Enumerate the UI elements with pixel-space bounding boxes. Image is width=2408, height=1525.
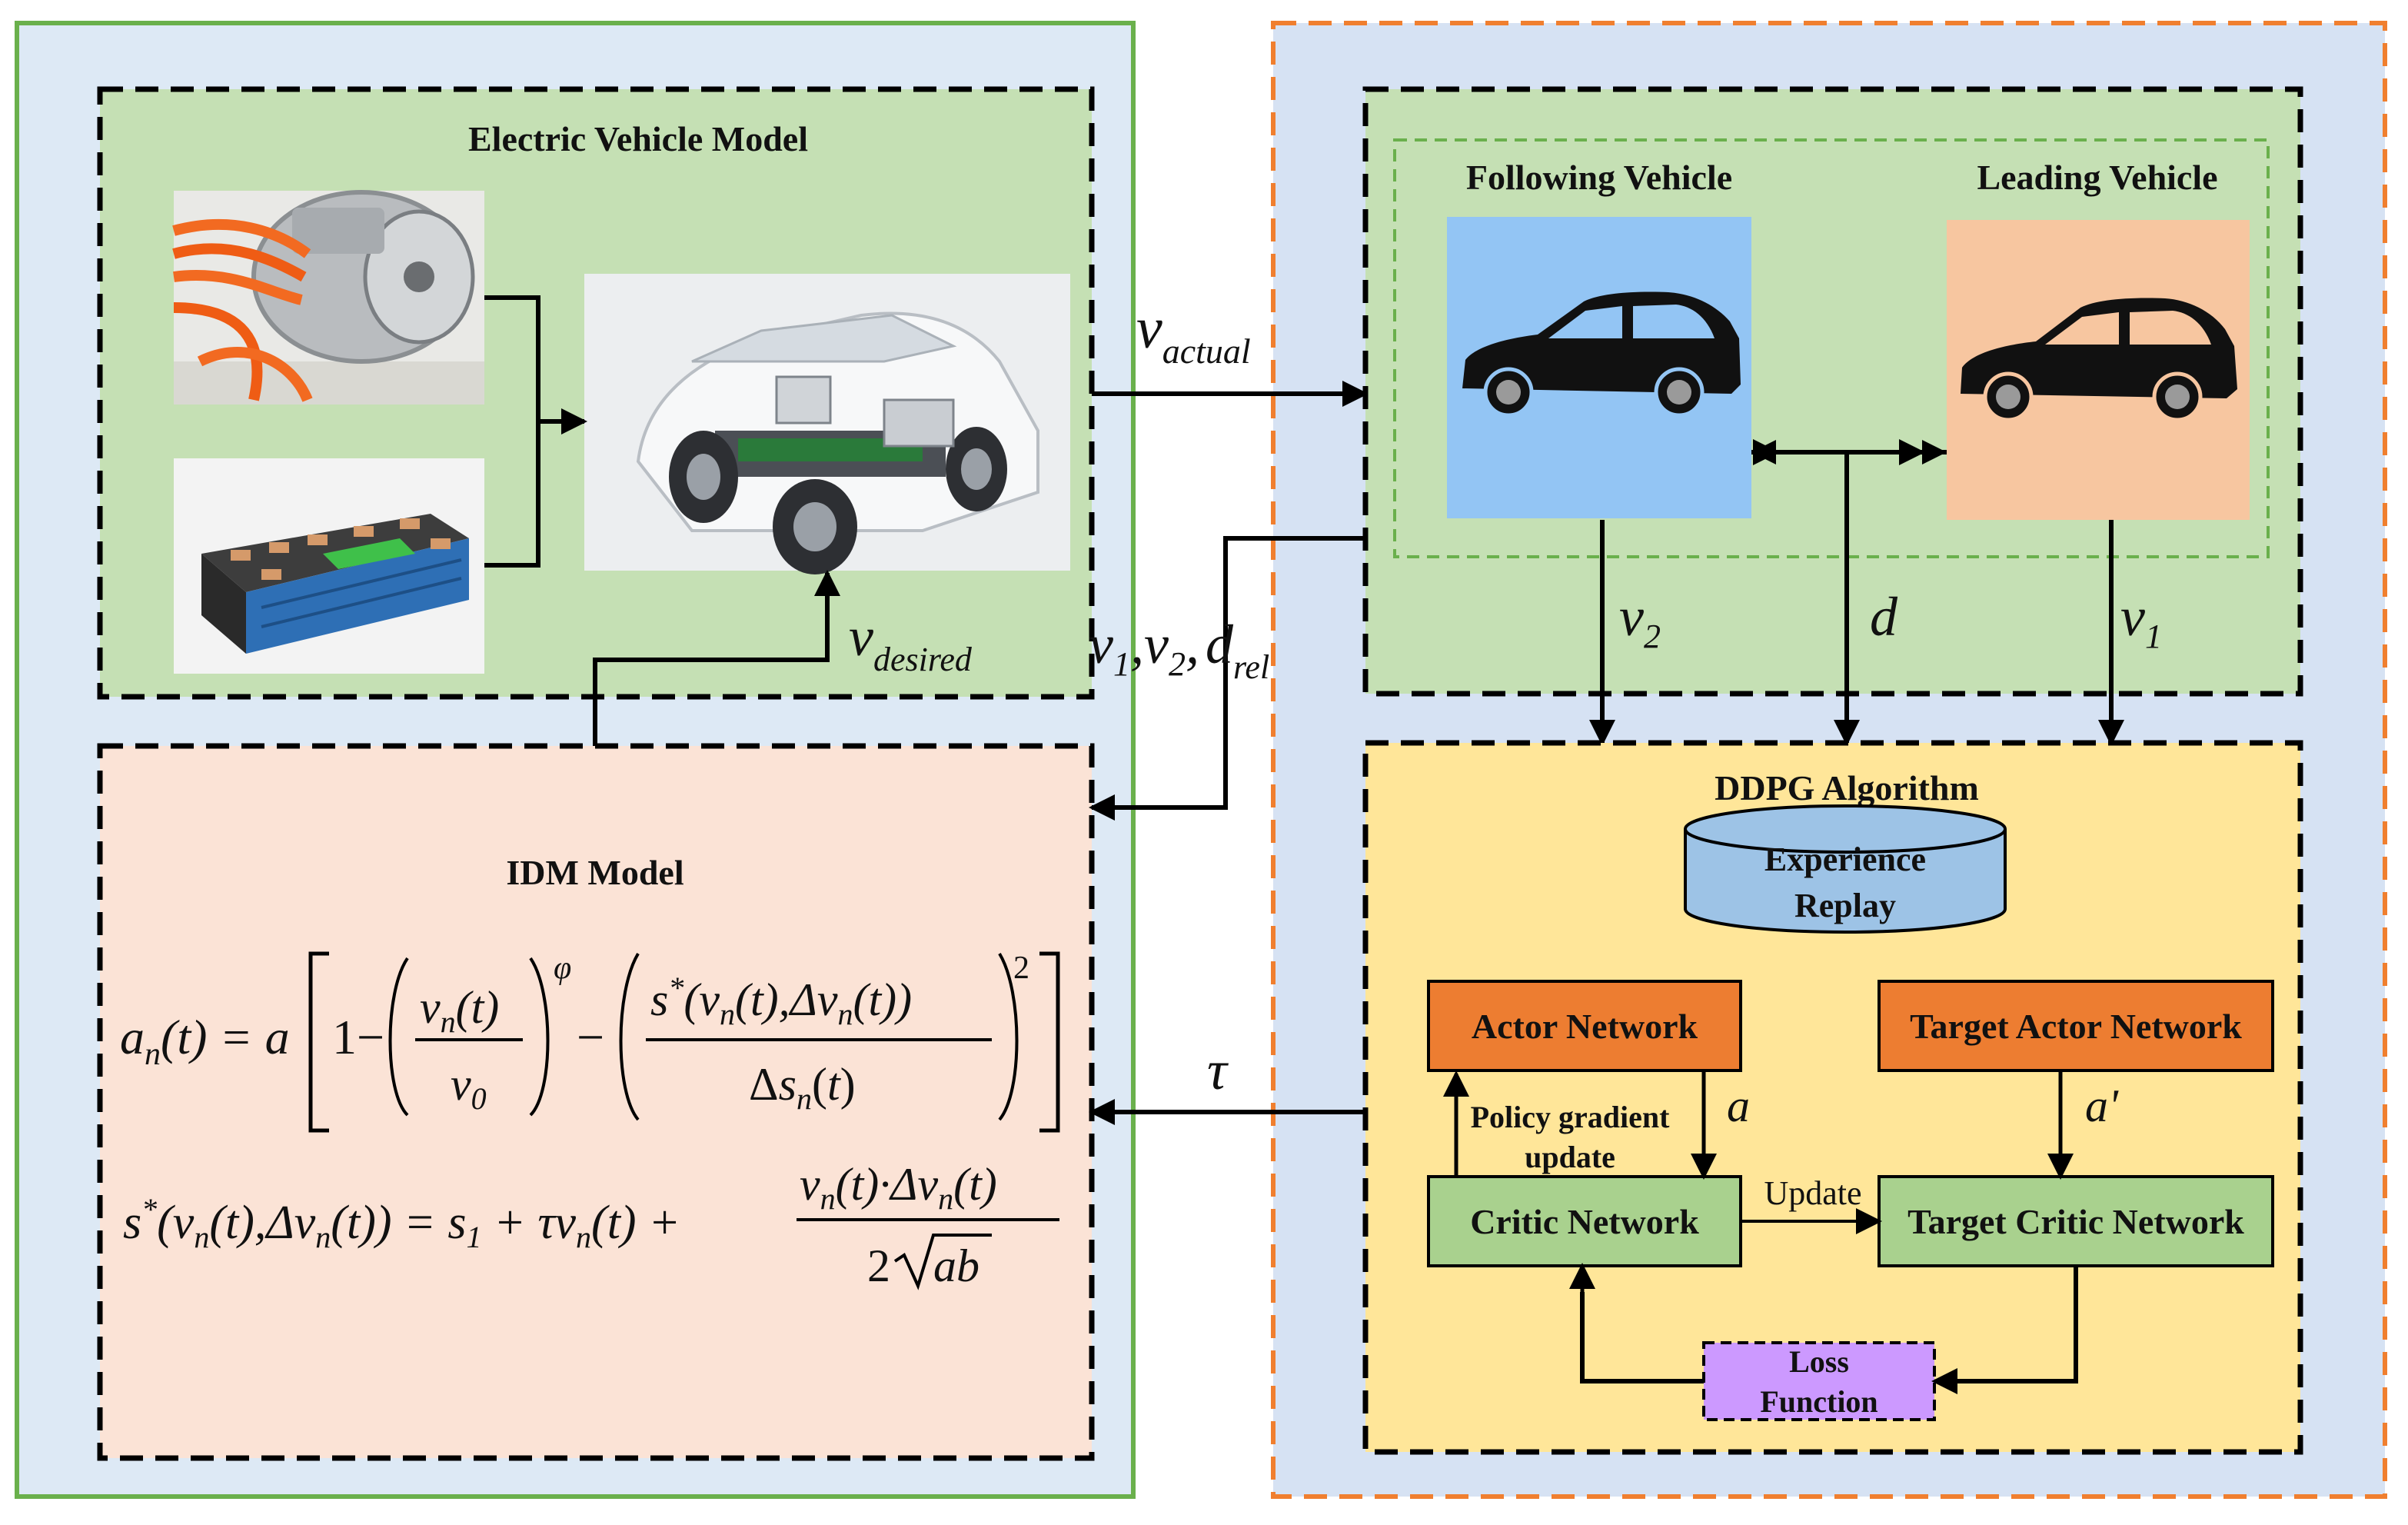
svg-text:ab: ab <box>933 1240 979 1291</box>
target-actor-network-box <box>1878 980 2274 1072</box>
actor-network-box <box>1427 980 1742 1072</box>
battery-pack-image <box>174 458 484 674</box>
svg-text:an(t) = a: an(t) = a <box>120 1010 290 1072</box>
action-label: a <box>1727 1080 1750 1131</box>
svg-text:−: − <box>577 1010 604 1064</box>
v-desired-label: vdesired <box>849 606 973 678</box>
update-label: Update <box>1764 1174 1861 1212</box>
idm-acceleration-equation: an(t) = a 1− vn(t) v0 φ − s*(vn(t),Δvn(t… <box>120 951 1060 1133</box>
svg-text:φ: φ <box>554 951 571 986</box>
svg-text:vn(t): vn(t) <box>420 982 499 1039</box>
v1-label: v1 <box>2120 586 2162 655</box>
tau-label: τ <box>1207 1040 1229 1101</box>
ddpg-title: DDPG Algorithm <box>1715 768 1979 807</box>
policy-gradient-label-1: Policy gradient <box>1471 1100 1671 1134</box>
idm-model-title: IDM Model <box>506 853 683 892</box>
d-label: d <box>1870 586 1898 648</box>
target-critic-network-box <box>1878 1175 2274 1267</box>
target-action-label: a' <box>2085 1080 2119 1131</box>
target-critic-network-label: Target Critic Network <box>1907 1202 2244 1241</box>
svg-text:s*(vn(t),Δvn(t)) = s1 + τvn(t): s*(vn(t),Δvn(t)) = s1 + τvn(t) + <box>123 1192 680 1254</box>
motor-image <box>172 190 484 405</box>
svg-text:2: 2 <box>867 1240 890 1291</box>
loss-function-label-2: Function <box>1760 1384 1878 1419</box>
idm-desired-gap-equation: s*(vn(t),Δvn(t)) = s1 + τvn(t) + vn(t)·Δ… <box>123 1159 1059 1291</box>
svg-text:Experience: Experience <box>1764 841 1926 878</box>
vehicles-inner-box <box>1393 138 2270 558</box>
leading-vehicle-car <box>1947 220 2250 520</box>
critic-network-label: Critic Network <box>1470 1202 1699 1241</box>
svg-text:s*(vn(t),Δvn(t)): s*(vn(t),Δvn(t)) <box>650 971 912 1031</box>
critic-network-box <box>1427 1175 1742 1267</box>
policy-gradient-label-2: update <box>1525 1140 1615 1174</box>
ev-chassis-image <box>584 274 1070 574</box>
ev-model-title: Electric Vehicle Model <box>468 119 808 158</box>
v2-label: v2 <box>1619 586 1661 655</box>
following-vehicle-car <box>1447 217 1751 518</box>
svg-text:Replay: Replay <box>1794 887 1896 924</box>
following-vehicle-title: Following Vehicle <box>1466 158 1732 197</box>
svg-text:2: 2 <box>1013 951 1029 986</box>
experience-replay: Experience Replay <box>1684 804 2007 934</box>
v-actual-label: vactual <box>1136 296 1251 371</box>
actor-network-label: Actor Network <box>1472 1007 1698 1046</box>
loss-function-label-1: Loss <box>1789 1344 1849 1379</box>
state-feedback-label: v1,v2,drel <box>1089 614 1269 686</box>
loss-function-box <box>1702 1341 1936 1421</box>
target-actor-network-label: Target Actor Network <box>1910 1007 2242 1046</box>
leading-vehicle-title: Leading Vehicle <box>1977 158 2217 197</box>
svg-text:1−: 1− <box>332 1010 384 1064</box>
